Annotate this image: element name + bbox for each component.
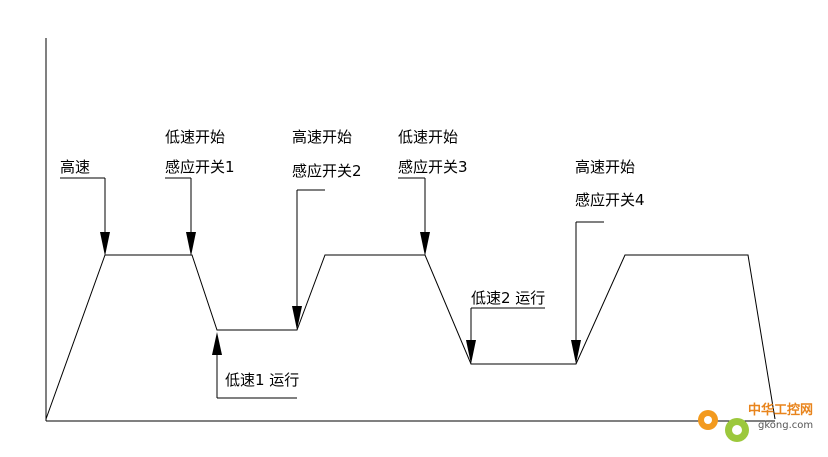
label-low-start-1-line2: 感应开关1 — [165, 158, 235, 176]
label-low-run-2: 低速2 运行 — [471, 289, 545, 307]
watermark-en: gkong.com — [758, 420, 813, 431]
label-low-start-3-line2: 感应开关3 — [398, 158, 468, 176]
label-low-start-3-line1: 低速开始 — [398, 128, 458, 146]
pointer-low-run-1 — [212, 332, 297, 399]
label-low-start-1-line1: 低速开始 — [165, 128, 225, 146]
label-high-start-4-line1: 高速开始 — [575, 158, 635, 176]
pointer-low-start-switch-1 — [165, 177, 196, 256]
label-low-run-1: 低速1 运行 — [225, 371, 299, 389]
watermark-cn: 中华工控网 — [748, 402, 813, 418]
pointer-low-run-2 — [466, 307, 545, 364]
label-high-start-2-line2: 感应开关2 — [292, 162, 362, 180]
label-high-speed: 高速 — [60, 158, 90, 176]
pointer-low-start-switch-3 — [398, 177, 430, 256]
speed-profile-line — [45, 254, 776, 420]
label-high-start-4-line2: 感应开关4 — [575, 191, 645, 209]
gear-icon — [698, 410, 749, 442]
pointer-high-start-switch-4 — [571, 221, 604, 364]
pointer-high-start-switch-2 — [292, 189, 325, 330]
label-high-start-2-line1: 高速开始 — [292, 128, 352, 146]
pointer-high-speed — [60, 177, 110, 256]
gkong-watermark: 中华工控网 gkong.com — [698, 402, 813, 442]
